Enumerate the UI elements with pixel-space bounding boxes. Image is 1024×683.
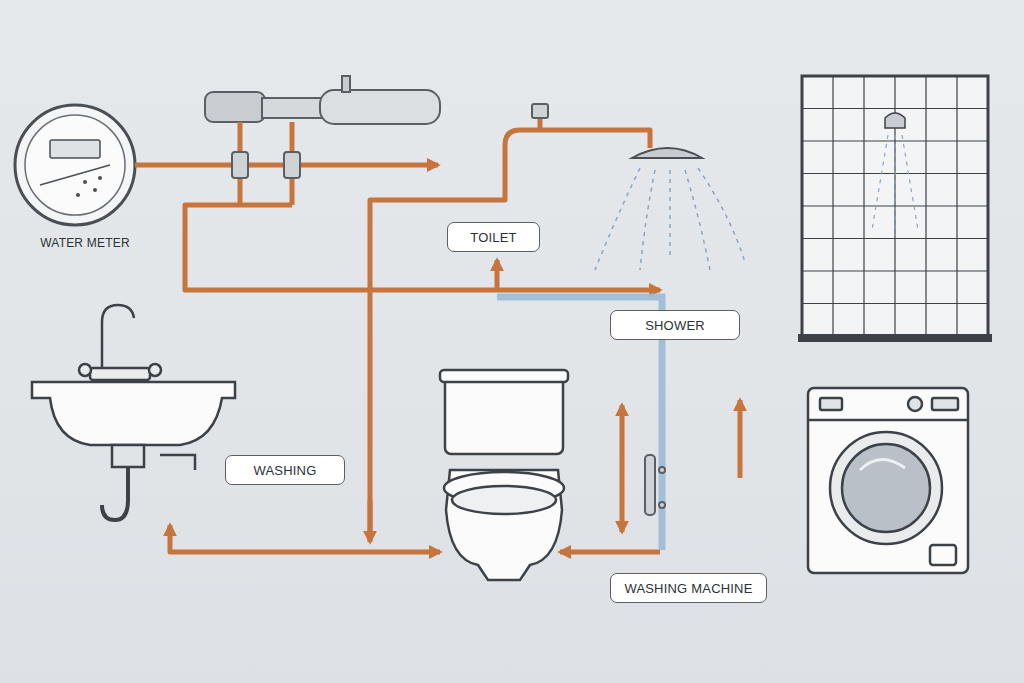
shower-enclosure: [798, 76, 992, 342]
box-label: WASHING: [253, 463, 316, 478]
pipe-bracket: [645, 455, 665, 515]
toilet: [440, 370, 568, 580]
meter-label: WATER METER: [40, 236, 130, 250]
label-box: WASHING: [225, 455, 345, 485]
label-box: TOILET: [447, 222, 540, 252]
box-label: WASHING MACHINE: [624, 581, 752, 596]
label-box: SHOWER: [610, 310, 740, 340]
box-label: SHOWER: [645, 318, 705, 333]
valves: [232, 104, 548, 178]
water-meter: [15, 105, 135, 225]
label-box: WASHING MACHINE: [610, 573, 767, 603]
supply-pipes: [135, 112, 740, 552]
box-label: TOILET: [470, 230, 516, 245]
shower-head: [595, 148, 745, 270]
sink: [32, 305, 235, 520]
pipe-filter: [205, 76, 440, 124]
washing-machine: [808, 388, 968, 573]
